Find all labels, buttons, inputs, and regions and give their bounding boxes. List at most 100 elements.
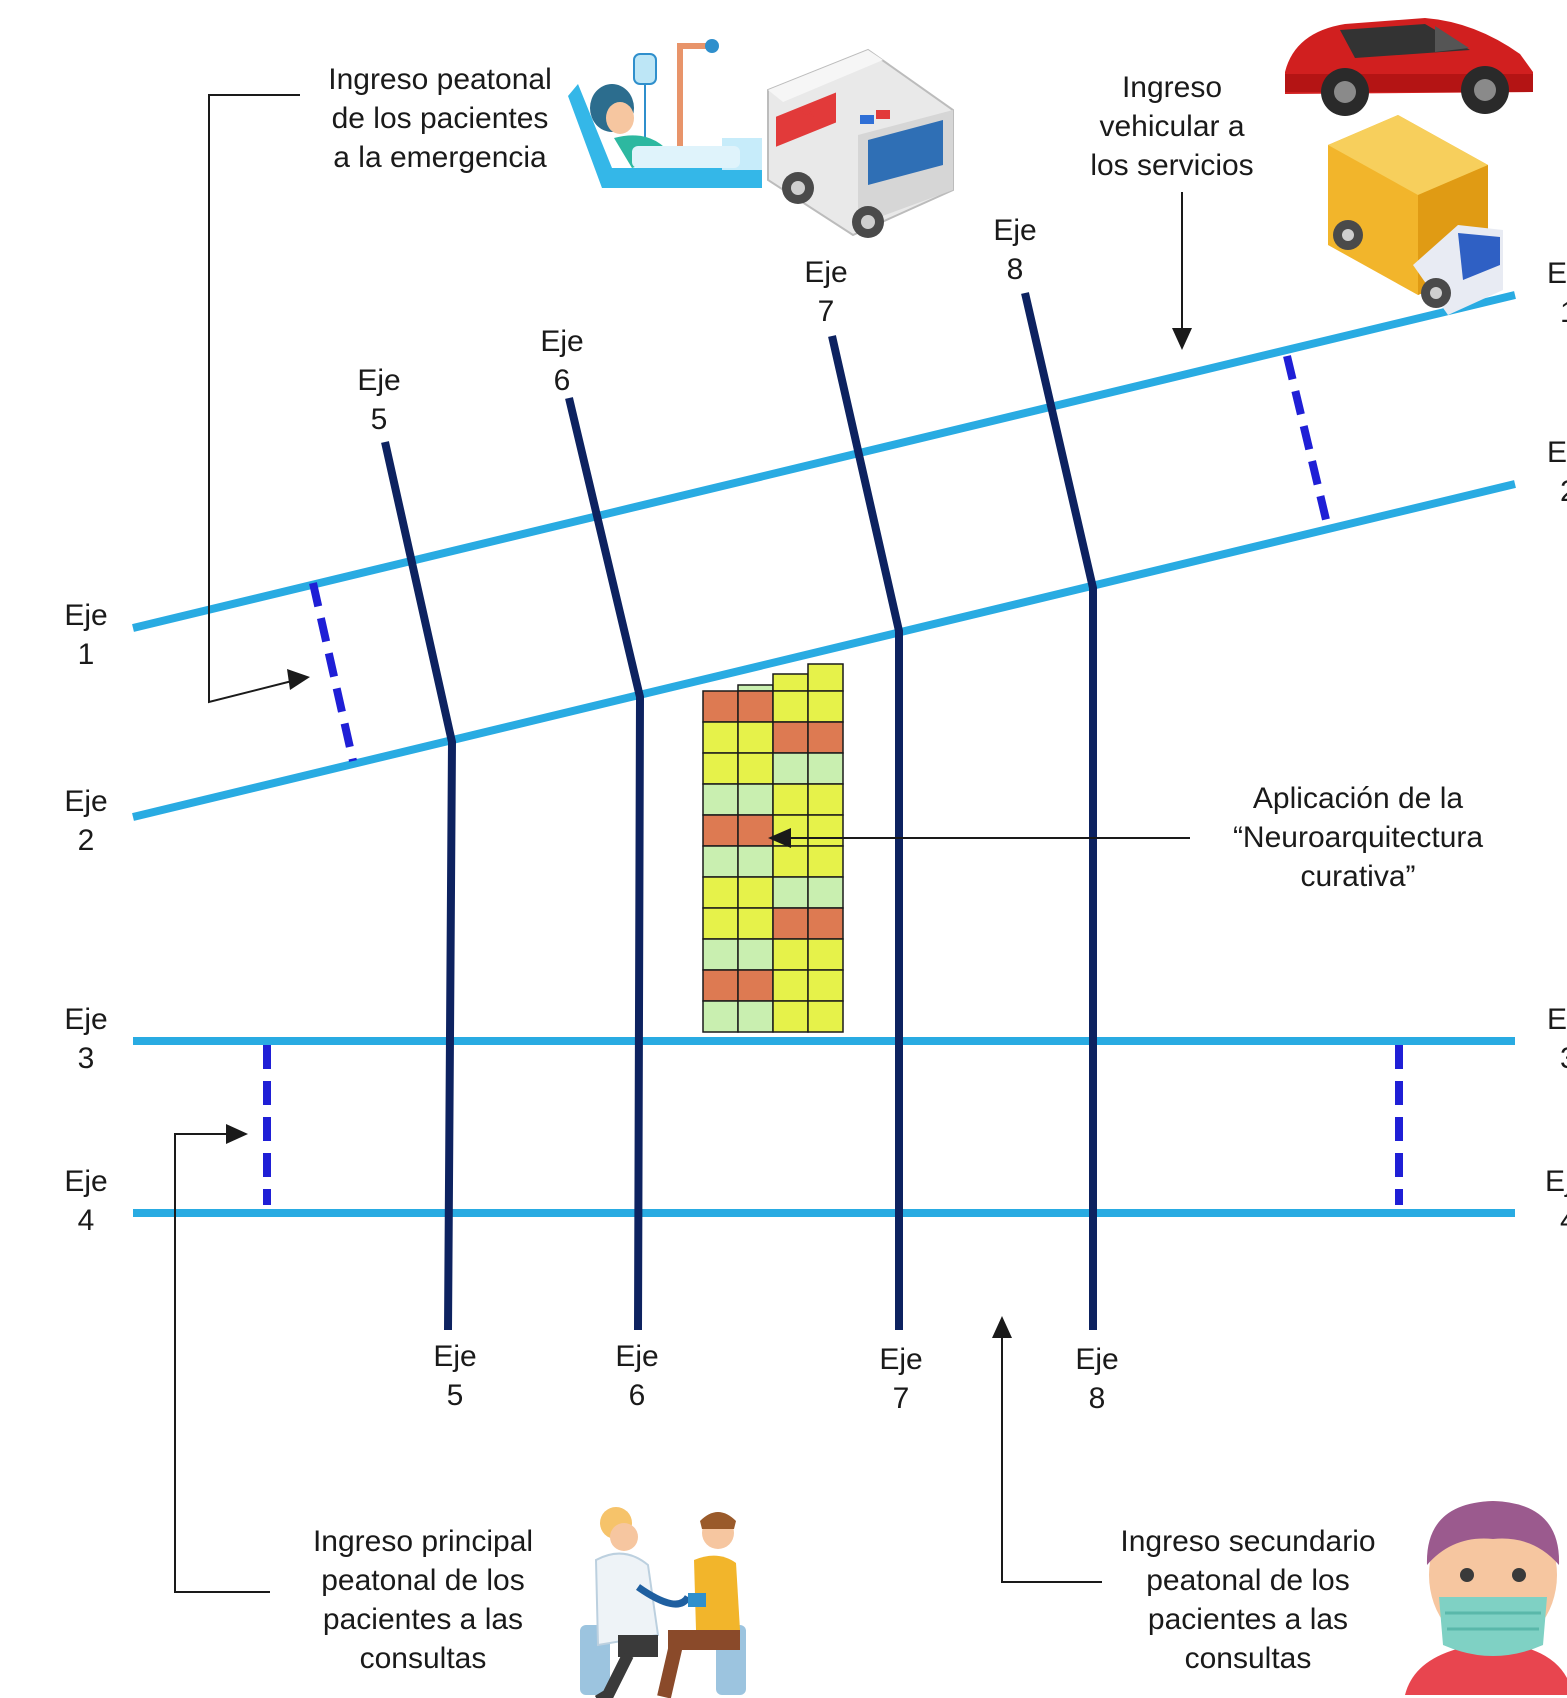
grid-cell — [807, 721, 844, 754]
grid-cell — [772, 1000, 809, 1033]
svg-text:4: 4 — [1560, 1204, 1567, 1237]
axis-label-8-bottom: Eje 8 — [1075, 1343, 1118, 1415]
svg-text:1: 1 — [1560, 296, 1567, 329]
grid-cell — [772, 876, 809, 909]
grid-cell — [702, 969, 739, 1002]
grid-cell — [737, 969, 774, 1002]
axis-line-7 — [828, 335, 903, 1330]
dashed-entry-emergency — [309, 582, 357, 762]
svg-text:E: E — [1547, 1003, 1567, 1036]
svg-text:Ingreso principal: Ingreso principal — [313, 1525, 533, 1558]
grid-cell — [702, 690, 739, 723]
axis-label-4-right: Ej 4 — [1545, 1165, 1567, 1237]
svg-text:4: 4 — [78, 1204, 95, 1237]
svg-text:6: 6 — [554, 364, 571, 397]
grid-cell — [807, 814, 844, 847]
grid-cell — [807, 783, 844, 816]
svg-text:Eje: Eje — [64, 1165, 107, 1198]
axis-label-7-bottom: Eje 7 — [879, 1343, 922, 1415]
grid-cell — [772, 845, 809, 878]
grid-cell — [737, 814, 774, 847]
svg-text:Ingreso secundario: Ingreso secundario — [1120, 1525, 1375, 1558]
secondary-consult-leader — [1001, 1337, 1102, 1583]
svg-text:E: E — [1547, 436, 1567, 469]
svg-text:6: 6 — [629, 1379, 646, 1412]
axis-label-6-bottom: Eje 6 — [615, 1340, 658, 1412]
grid-cell — [807, 663, 844, 692]
grid-cell — [702, 814, 739, 847]
grid-cell — [737, 684, 774, 692]
svg-text:2: 2 — [1560, 475, 1567, 508]
grid-cell — [772, 752, 809, 785]
grid-cell — [737, 690, 774, 723]
axis-label-8-top: Eje 8 — [993, 214, 1036, 286]
grid-cell — [772, 907, 809, 940]
svg-text:consultas: consultas — [360, 1642, 487, 1675]
axis-line-8 — [1021, 292, 1097, 1330]
svg-text:curativa”: curativa” — [1300, 860, 1415, 893]
svg-text:Eje: Eje — [879, 1343, 922, 1376]
svg-text:5: 5 — [371, 403, 388, 436]
grid-cell — [772, 690, 809, 723]
svg-text:Eje: Eje — [1075, 1343, 1118, 1376]
grid-cell — [702, 721, 739, 754]
axis-label-3-right: E 3 — [1547, 1003, 1567, 1075]
svg-text:Eje: Eje — [615, 1340, 658, 1373]
secondary-consult-arrowhead — [992, 1316, 1012, 1338]
axis-label-5-bottom: Eje 5 — [433, 1340, 476, 1412]
axis-label-1-right: E 1 — [1547, 257, 1567, 329]
svg-text:a la emergencia: a la emergencia — [333, 141, 547, 174]
neuroarchitecture-grid — [702, 663, 844, 1033]
svg-text:8: 8 — [1007, 253, 1024, 286]
svg-text:Ingreso peatonal: Ingreso peatonal — [328, 63, 552, 96]
neuro-arrowhead — [768, 828, 791, 848]
doctor-consultation-icon — [580, 1507, 746, 1698]
grid-cell — [737, 938, 774, 971]
grid-cell — [807, 876, 844, 909]
svg-text:Ej: Ej — [1545, 1165, 1567, 1198]
svg-text:*: * — [798, 99, 815, 139]
main-consult-arrowhead — [226, 1124, 248, 1144]
emergency-entry-text: Ingreso peatonal de los pacientes a la e… — [328, 63, 552, 174]
grid-cell — [702, 1000, 739, 1033]
ambulance-icon: * — [767, 48, 954, 238]
grid-cell — [772, 969, 809, 1002]
svg-text:3: 3 — [78, 1042, 95, 1075]
main-consult-leader — [174, 1133, 270, 1593]
svg-text:consultas: consultas — [1185, 1642, 1312, 1675]
grid-cell — [737, 907, 774, 940]
svg-text:1: 1 — [78, 638, 95, 671]
svg-text:Eje: Eje — [64, 785, 107, 818]
grid-cell — [737, 752, 774, 785]
delivery-truck-icon — [1328, 115, 1503, 315]
grid-cell — [807, 845, 844, 878]
grid-cell — [807, 1000, 844, 1033]
main-consult-entry-text: Ingreso principal peatonal de los pacien… — [313, 1525, 533, 1675]
grid-cell — [807, 907, 844, 940]
axis-line-2 — [132, 480, 1516, 821]
svg-text:7: 7 — [893, 1382, 910, 1415]
axis-label-3: Eje 3 — [64, 1003, 107, 1075]
svg-text:Eje: Eje — [64, 1003, 107, 1036]
axis-label-1: Eje 1 — [64, 599, 107, 671]
grid-cell — [807, 938, 844, 971]
axis-label-4: Eje 4 — [64, 1165, 107, 1237]
axis-line-6 — [565, 397, 645, 1331]
grid-cell — [737, 1000, 774, 1033]
svg-text:E: E — [1547, 257, 1567, 290]
axis-line-1 — [132, 291, 1516, 632]
svg-text:Eje: Eje — [433, 1340, 476, 1373]
svg-text:8: 8 — [1089, 1382, 1106, 1415]
red-car-icon — [1285, 18, 1533, 116]
grid-cell — [702, 938, 739, 971]
svg-text:pacientes a las: pacientes a las — [1148, 1603, 1348, 1636]
axis-label-6-top: Eje 6 — [540, 325, 583, 397]
emergency-leader — [208, 94, 300, 704]
grid-cell — [737, 876, 774, 909]
axis-label-7-top: Eje 7 — [804, 256, 847, 328]
grid-cell — [702, 752, 739, 785]
emergency-arrowhead — [287, 669, 310, 690]
grid-cell — [772, 721, 809, 754]
secondary-consult-entry-text: Ingreso secundario peatonal de los pacie… — [1120, 1525, 1375, 1675]
